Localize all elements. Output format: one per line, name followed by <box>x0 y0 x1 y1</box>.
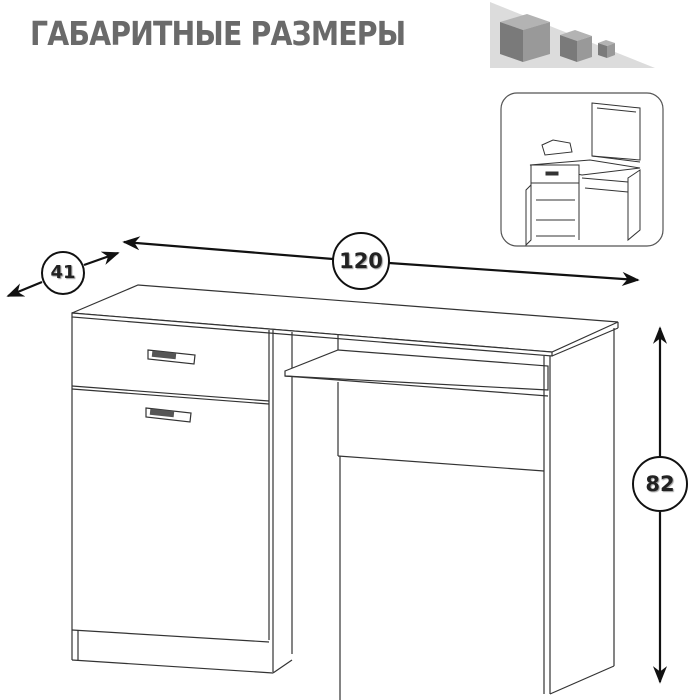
door-handle <box>145 407 192 423</box>
drawer-handle <box>147 349 196 365</box>
desk-drawing <box>71 284 619 700</box>
height-dimension-arrow <box>632 326 688 684</box>
width-dimension-arrow <box>122 232 640 290</box>
cubes-decreasing-icon <box>500 14 615 62</box>
depth-label: 41 <box>50 262 76 283</box>
page-title: ГАБАРИТНЫЕ РАЗМЕРЫ <box>30 14 406 53</box>
depth-dimension-arrow <box>6 251 120 298</box>
width-label: 120 <box>339 249 383 273</box>
height-label: 82 <box>645 472 675 496</box>
dressing-table-icon <box>525 102 641 247</box>
thumbnail-dressing-table <box>500 92 664 247</box>
